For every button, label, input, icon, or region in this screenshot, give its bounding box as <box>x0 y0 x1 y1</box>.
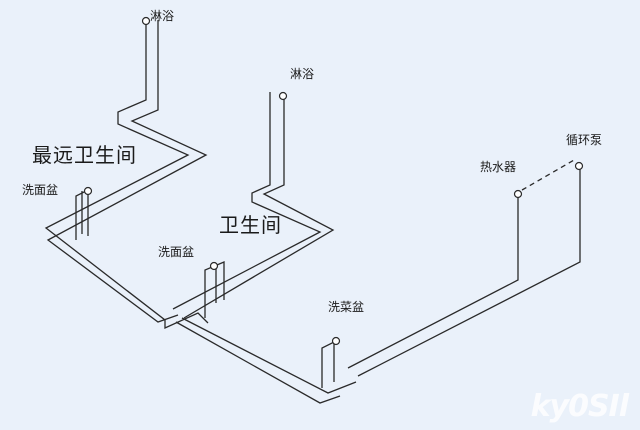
pipe-outlines <box>44 20 581 404</box>
heater-pump-link <box>521 159 575 191</box>
shower-mid-outlet <box>278 91 288 101</box>
pipe-bathroom-branch <box>172 92 322 310</box>
washbasin-mid-label: 洗面盆 <box>158 245 195 259</box>
pipe-pump-return <box>357 168 581 377</box>
riser-washbasin-mid <box>204 261 225 318</box>
circulation-pump-label: 循环泵 <box>566 133 603 147</box>
farthest-bathroom-label: 最远卫生间 <box>32 143 137 167</box>
water-heater-outlet <box>513 189 523 199</box>
circulation-pump-outlet <box>574 161 584 171</box>
shower-top-label: 淋浴 <box>150 9 175 23</box>
shower-top-outlet <box>141 16 151 26</box>
pipe-heater-return <box>347 196 519 369</box>
pipe-upper-run <box>44 20 209 330</box>
pipe-lower-run <box>175 321 341 404</box>
fixture-markers <box>83 16 584 346</box>
washbasin-left-outlet <box>83 186 93 196</box>
bathroom-label: 卫生间 <box>219 213 282 237</box>
washbasin-mid-outlet <box>209 261 219 271</box>
pipe-bathroom-branch-inner <box>183 96 335 319</box>
vegetable-sink-outlet <box>331 336 341 346</box>
watermark-logo: ky0SIl <box>530 389 629 424</box>
riser-washbasin-left <box>75 188 89 240</box>
vegetable-sink-label: 洗菜盆 <box>328 300 365 314</box>
shower-mid-label: 淋浴 <box>290 67 315 81</box>
pipe-upper-run-inner <box>46 20 208 323</box>
pipe-lower-run-inner <box>181 317 357 394</box>
water-heater-label: 热水器 <box>480 160 517 174</box>
washbasin-left-label: 洗面盆 <box>22 183 59 197</box>
riser-vegetable-sink <box>321 340 335 388</box>
